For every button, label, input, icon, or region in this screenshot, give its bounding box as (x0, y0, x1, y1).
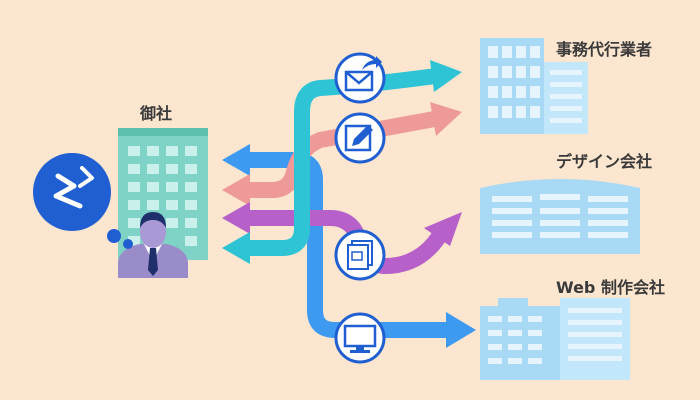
pen-edit-icon (334, 112, 386, 164)
monitor-icon (334, 312, 386, 364)
company-building (118, 128, 208, 260)
businessman-figure (118, 212, 188, 278)
vendor-label-clerical-agency: 事務代行業者 (556, 40, 653, 59)
vendor-label-design-company: デザイン会社 (556, 152, 653, 171)
web-company-building (480, 298, 630, 380)
company-label: 御社 (140, 104, 173, 123)
documents-icon (334, 229, 386, 281)
design-company-building (480, 179, 640, 254)
stress-bubble-icon (33, 153, 133, 249)
clerical-agency-building (480, 38, 588, 134)
vendor-label-web-company: Web 制作会社 (556, 278, 665, 297)
mail-icon (334, 52, 386, 104)
